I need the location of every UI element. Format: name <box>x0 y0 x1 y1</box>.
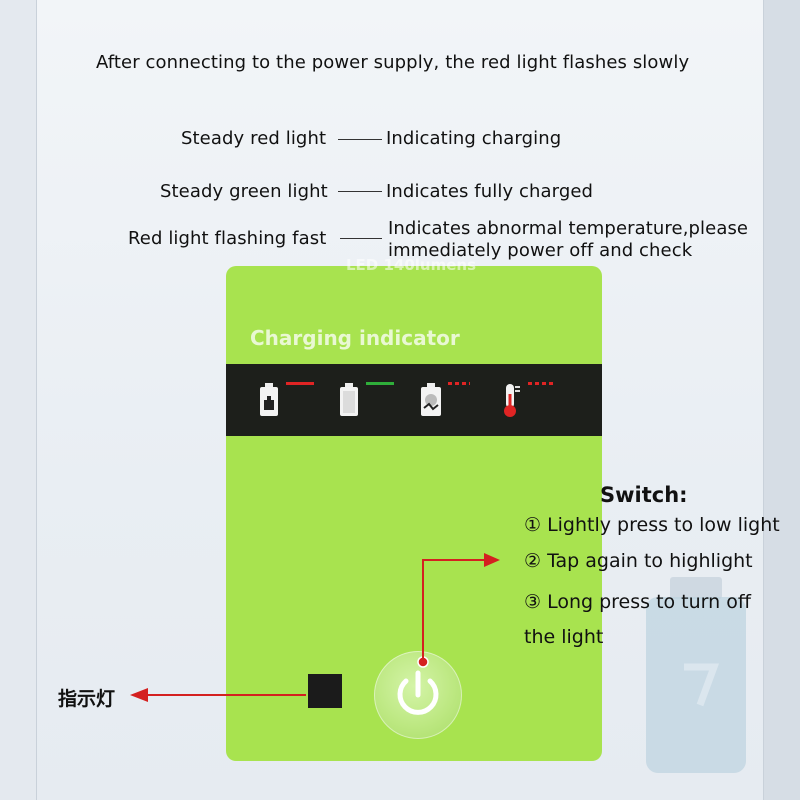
legend-meaning-abnormal-line1: Indicates abnormal temperature,please <box>388 218 749 239</box>
legend-state-red-steady: Steady red light <box>181 128 327 149</box>
leader-line <box>338 191 382 192</box>
indicator-light-square <box>308 674 342 708</box>
battery-watermark-icon <box>646 577 746 773</box>
leader-line <box>338 139 382 140</box>
power-icon <box>397 670 439 715</box>
indicator-strip <box>226 364 602 436</box>
legend-state-red-flashing: Red light flashing fast <box>128 228 327 249</box>
switch-step-3: ③ Long press to turn off <box>524 591 751 613</box>
battery-full-icon <box>338 382 360 418</box>
card-top-text: LED 140lumens <box>346 256 477 274</box>
green-led-dash <box>366 382 394 385</box>
power-supply-note: After connecting to the power supply, th… <box>96 52 690 73</box>
switch-title: Switch: <box>600 483 688 507</box>
legend-meaning-abnormal-line2: immediately power off and check <box>388 240 693 261</box>
indicator-light-label: 指示灯 <box>58 688 116 710</box>
leader-line <box>340 238 382 239</box>
switch-step-2: ② Tap again to highlight <box>524 550 753 572</box>
red-flash-dash <box>448 382 470 385</box>
charging-indicator-heading: Charging indicator <box>250 326 460 350</box>
red-led-dash <box>286 382 314 385</box>
legend-state-green-steady: Steady green light <box>160 181 328 202</box>
thermometer-icon <box>498 382 522 418</box>
legend-meaning-charging: Indicating charging <box>386 128 562 149</box>
switch-step-1: ① Lightly press to low light <box>524 514 780 536</box>
battery-damage-icon <box>418 382 444 418</box>
product-face-card: LED 140lumens Charging indicator <box>226 256 602 761</box>
red-flash-dash <box>528 382 554 385</box>
power-button[interactable] <box>374 651 462 739</box>
battery-charging-icon <box>258 382 280 418</box>
legend-meaning-full: Indicates fully charged <box>386 181 594 202</box>
right-edge-strip <box>764 0 800 800</box>
switch-step-3-continued: the light <box>524 626 604 648</box>
